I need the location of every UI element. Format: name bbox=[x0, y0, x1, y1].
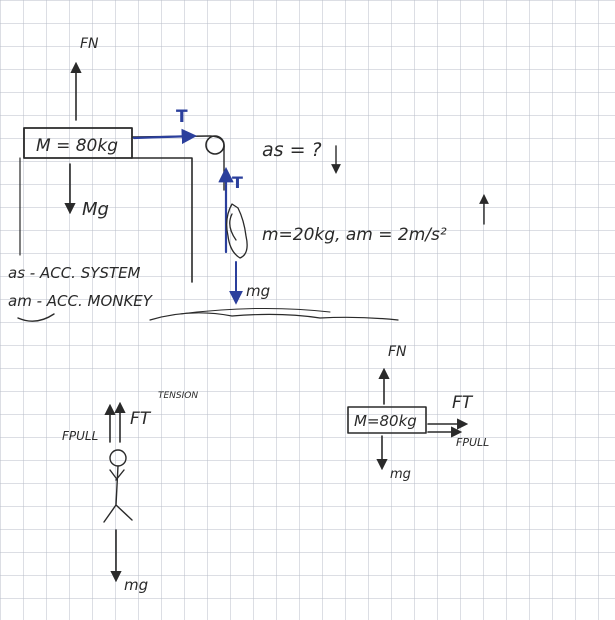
tension-note: TENSION bbox=[158, 391, 198, 401]
block-fbd-pull-label: FPULL bbox=[456, 436, 489, 449]
tension-horizontal-label: T bbox=[176, 107, 188, 127]
tension-vertical-label: T bbox=[232, 173, 243, 192]
monkey-fbd-weight-label: mg bbox=[124, 576, 148, 594]
figure-body bbox=[103, 465, 133, 523]
block-label: M = 80kg bbox=[36, 136, 118, 156]
monkey-weight-label: mg bbox=[246, 282, 270, 300]
legend-underline bbox=[17, 313, 55, 322]
divider-scribble-2 bbox=[179, 307, 331, 315]
legend-line-system: as - ACC. SYSTEM bbox=[8, 264, 141, 282]
weight-label: Mg bbox=[82, 199, 109, 220]
monkey-mass-accel-label: m=20kg, am = 2m/s² bbox=[262, 225, 447, 245]
legend-line-monkey: am - ACC. MONKEY bbox=[8, 292, 154, 310]
stick-figure bbox=[103, 449, 133, 523]
normal-force-label: FN bbox=[80, 36, 99, 52]
table-top bbox=[131, 157, 193, 283]
system-accel-label: as = ? bbox=[262, 139, 322, 161]
block-fbd-tension-label: FT bbox=[452, 393, 474, 413]
block-m-80kg bbox=[23, 127, 133, 159]
pull-force-label: FPULL bbox=[62, 429, 98, 443]
tension-force-label: FT bbox=[130, 409, 152, 429]
block-fbd-normal-label: FN bbox=[388, 344, 407, 360]
top-system-diagram: M = 80kg FN Mg T T mg as = ? m=20kg, am … bbox=[19, 36, 489, 321]
block-fbd: M=80kg FN FT FPULL mg bbox=[347, 344, 489, 482]
tension-horizontal-arrow bbox=[132, 128, 198, 145]
block-fbd-box bbox=[347, 406, 427, 434]
block-fbd-weight-label: mg bbox=[390, 467, 411, 482]
monkey-sketch bbox=[226, 203, 248, 259]
string-over-pulley bbox=[131, 135, 225, 191]
legend: as - ACC. SYSTEM am - ACC. MONKEY bbox=[8, 264, 154, 322]
monkey-fbd: FPULL FT TENSION mg bbox=[62, 391, 198, 594]
block-fbd-label: M=80kg bbox=[354, 412, 417, 430]
